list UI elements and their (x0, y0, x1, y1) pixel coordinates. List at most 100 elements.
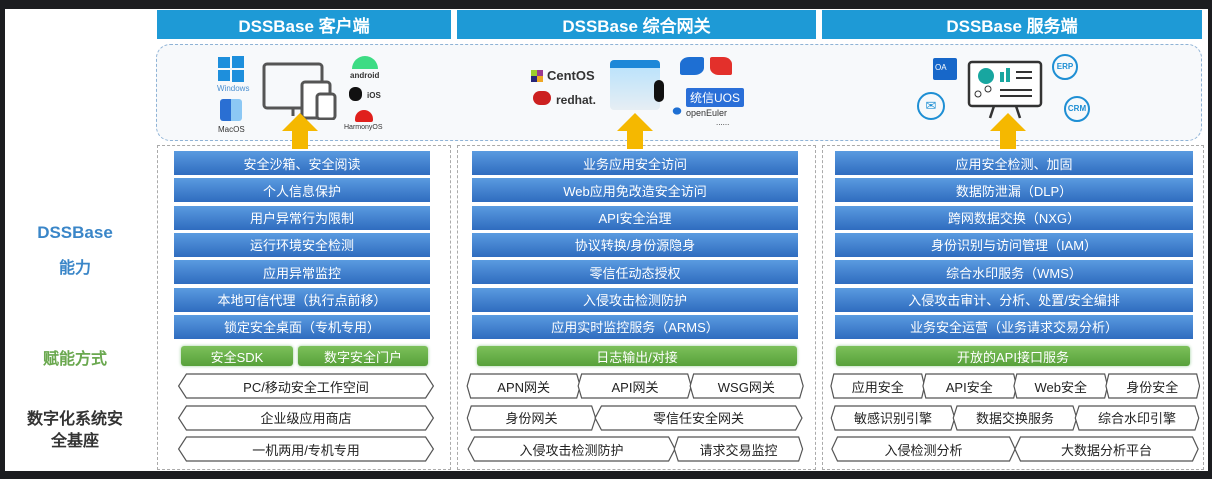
base-module-label: 请求交易监控 (699, 442, 778, 458)
server-base-module: 数据交换服务 (952, 405, 1078, 431)
client-capability-bar: 运行环境安全检测 (174, 232, 430, 258)
kylin-icon (680, 57, 704, 75)
gateway-base-module: API网关 (577, 373, 692, 399)
base-module-label: PC/移动安全工作空间 (243, 379, 369, 395)
base-module-label: 一机两用/专机专用 (252, 442, 360, 458)
server-capability-bar: 应用安全检测、加固 (835, 151, 1193, 176)
base-module-label: 入侵检测分析 (884, 442, 963, 458)
gateway-base-module: 入侵攻击检测防护 (466, 436, 677, 462)
crm-icon: CRM (1064, 96, 1090, 122)
server-base-module: 综合水印引擎 (1074, 405, 1200, 431)
openeuler-icon (670, 105, 684, 117)
base-module-label: APN网关 (497, 379, 551, 395)
client-capability-bar: 锁定安全桌面（专机专用） (174, 314, 430, 340)
server-capability-bar: 综合水印服务（WMS） (835, 260, 1193, 286)
base-module-label: WSG网关 (717, 379, 775, 395)
arrow-up-icon (282, 113, 318, 154)
gateway-base-module: 身份网关 (466, 405, 597, 431)
capability-label-2: 能力 (58, 260, 91, 277)
base-module-label: 应用安全 (851, 379, 904, 395)
capability-label: DSSBase (37, 223, 113, 242)
server-capability-bar: 入侵攻击审计、分析、处置/安全编排 (835, 287, 1193, 313)
base-module-label: 企业级应用商店 (260, 411, 352, 426)
windows-label: Windows (217, 84, 250, 93)
header-server: DSSBase 服务端 (822, 10, 1202, 39)
base-module-label: 身份安全 (1126, 379, 1179, 395)
header-client: DSSBase 客户端 (157, 10, 451, 39)
more-label: ...... (716, 118, 730, 127)
base-module-label: API网关 (611, 379, 659, 395)
client-empower-badge: 数字安全门户 (298, 346, 428, 366)
base-module-label: 大数据分析平台 (1060, 442, 1152, 458)
arrow-up-icon (617, 113, 653, 154)
android-icon (352, 56, 378, 69)
server-base-module: Web安全 (1013, 373, 1109, 399)
base-module-label: 零信任安全网关 (652, 411, 744, 426)
harmonyos-label: HarmonyOS (344, 124, 383, 131)
server-base-module: 应用安全 (830, 373, 926, 399)
macos-label: MacOS (218, 125, 245, 134)
gateway-base-module: WSG网关 (689, 373, 804, 399)
windows-icon (218, 56, 244, 82)
client-base-module: 企业级应用商店 (176, 405, 436, 431)
dashboard-monitor-icon (966, 60, 1046, 125)
android-label: android (350, 71, 380, 80)
gateway-capability-bar: 应用实时监控服务（ARMS） (472, 314, 798, 340)
client-base-module: PC/移动安全工作空间 (176, 373, 436, 399)
gateway-capability-bar: 协议转换/身份源隐身 (472, 232, 798, 258)
header-gateway: DSSBase 综合网关 (457, 10, 816, 39)
redhat-label: redhat. (556, 93, 597, 107)
centos-label: CentOS (547, 68, 595, 83)
client-capability-bar: 应用异常监控 (174, 260, 430, 286)
devices-icon (262, 62, 338, 125)
gateway-capability-bar: 入侵攻击检测防护 (472, 287, 798, 313)
base-module-label: 数据交换服务 (975, 411, 1054, 426)
gateway-empower-badge: 日志输出/对接 (477, 346, 797, 366)
server-empower-badge: 开放的API接口服务 (836, 346, 1190, 366)
base-label-2: 全基座 (50, 433, 99, 450)
redhat-icon (533, 91, 551, 105)
uos-logo: 统信UOS (686, 88, 745, 107)
base-label: 数字化系统安 (26, 411, 123, 428)
apple-icon (349, 87, 362, 101)
base-module-label: API安全 (945, 379, 993, 395)
server-base-module: 入侵检测分析 (830, 436, 1017, 462)
server-capability-bar: 数据防泄漏（DLP） (835, 178, 1193, 204)
huawei-icon (355, 110, 373, 122)
gateway-capability-bar: Web应用免改造安全访问 (472, 178, 798, 204)
macos-icon (220, 99, 242, 121)
empower-label: 赋能方式 (42, 351, 107, 368)
mail-icon: ✉ (917, 92, 945, 120)
oa-icon: OA (933, 58, 957, 80)
server-base-module: 大数据分析平台 (1013, 436, 1200, 462)
base-module-label: 入侵攻击检测防护 (519, 442, 624, 458)
client-capability-bar: 安全沙箱、安全阅读 (174, 151, 430, 176)
arrow-up-icon (990, 113, 1026, 154)
client-capability-bar: 个人信息保护 (174, 178, 430, 204)
server-capability-bar: 跨网数据交换（NXG） (835, 205, 1193, 231)
gateway-capability-bar: 零信任动态授权 (472, 260, 798, 286)
gateway-base-module: 请求交易监控 (673, 436, 804, 462)
neokylin-icon (710, 57, 732, 75)
erp-icon: ERP (1052, 54, 1078, 80)
server-capability-bar: 身份识别与访问管理（IAM） (835, 232, 1193, 258)
client-empower-badge: 安全SDK (181, 346, 293, 366)
base-module-label: Web安全 (1034, 379, 1088, 395)
openeuler-label: openEuler (686, 108, 728, 118)
client-capability-bar: 用户异常行为限制 (174, 205, 430, 231)
server-base-module: 身份安全 (1105, 373, 1201, 399)
server-capability-bar: 业务安全运营（业务请求交易分析） (835, 314, 1193, 340)
server-base-module: API安全 (922, 373, 1018, 399)
base-module-label: 综合水印引擎 (1097, 411, 1176, 426)
gateway-base-module: APN网关 (466, 373, 581, 399)
centos-icon (531, 70, 543, 82)
base-module-label: 身份网关 (505, 411, 558, 426)
base-module-label: 敏感识别引擎 (853, 411, 932, 426)
client-base-module: 一机两用/专机专用 (176, 436, 436, 462)
gateway-capability-bar: 业务应用安全访问 (472, 151, 798, 176)
server-base-module: 敏感识别引擎 (830, 405, 956, 431)
gateway-capability-bar: API安全治理 (472, 205, 798, 231)
gateway-base-module: 零信任安全网关 (593, 405, 804, 431)
gateway-device-icon (610, 60, 664, 110)
ios-label: iOS (367, 91, 381, 100)
